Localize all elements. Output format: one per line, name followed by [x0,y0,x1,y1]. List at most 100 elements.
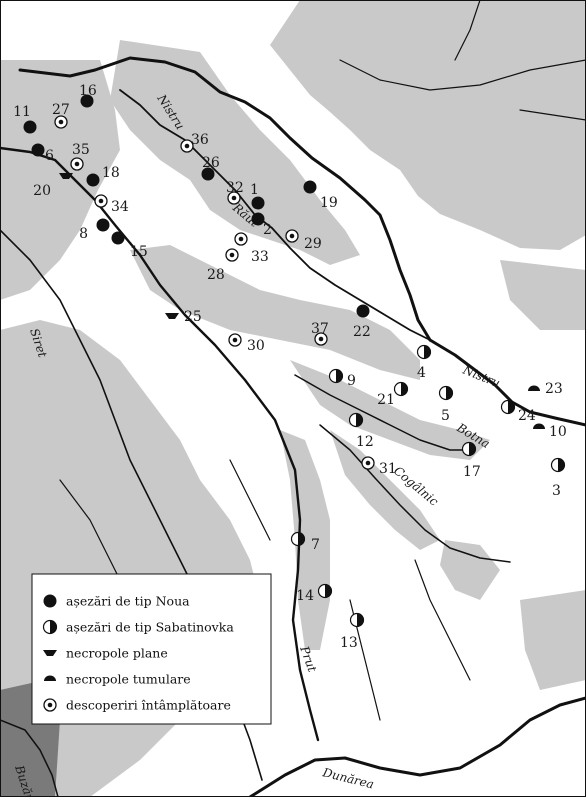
tumular-necropolis-symbol [528,385,540,391]
chance-find-symbol [361,456,375,470]
site-11: 11 [13,104,37,134]
chance-find-symbol [285,229,299,243]
flat-necropolis-symbol [59,173,73,179]
legend-symbol-chance-find [43,698,57,712]
sabatinovka-symbol [317,583,333,599]
sabatinovka-symbol [348,412,364,428]
chance-find-symbol [70,157,84,171]
site-label: 31 [379,461,397,477]
site-label: 16 [79,83,97,99]
site-28: 28 [207,248,239,283]
site-21: 21 [377,381,409,408]
site-36: 36 [180,132,209,153]
chance-find-symbol [94,194,108,208]
site-label: 36 [191,132,209,148]
river-nistru-south [428,338,586,427]
site-label: 28 [207,267,225,283]
tumular-necropolis-symbol [533,423,545,429]
sabatinovka-symbol [500,399,516,415]
noua-symbol [303,180,317,194]
river-label-nistru-south: Nistru [460,362,502,390]
site-label: 3 [552,483,561,499]
site-34: 34 [94,194,129,215]
sabatinovka-symbol [328,368,344,384]
legend-item-tumular-necropolis: necropole tumulare [44,672,191,687]
site-label: 29 [304,236,322,252]
site-label: 2 [263,222,272,238]
site-8: 8 [79,218,110,242]
site-label: 35 [72,142,90,158]
site-33: 33 [234,232,269,265]
site-16: 16 [79,83,97,108]
river-botna [294,374,476,451]
site-7: 7 [290,531,320,553]
chance-find-symbol [225,248,239,262]
site-label: 33 [251,249,269,265]
chance-find-symbol [234,232,248,246]
site-31: 31 [361,456,397,477]
site-22: 22 [353,304,371,340]
noua-symbol [31,143,45,157]
site-6: 6 [31,143,54,164]
sabatinovka-symbol [416,344,432,360]
site-25: 25 [165,309,202,325]
site-29: 29 [285,229,322,252]
legend-item-flat-necropolis: necropole plane [43,646,168,661]
noua-symbol [96,218,110,232]
site-18: 18 [86,165,120,187]
legend-box [31,573,272,725]
site-17: 17 [461,441,481,480]
site-26: 26 [201,155,220,181]
chance-find-symbol [54,115,68,129]
noua-symbol [251,196,265,210]
chance-find-symbol [227,191,241,205]
sabatinovka-symbol [438,385,454,401]
site-label: 12 [356,434,374,450]
site-19: 19 [303,180,338,211]
site-label: 13 [340,635,358,651]
site-24: 24 [500,399,536,424]
river-prut [0,146,320,742]
site-label: 11 [13,104,31,120]
river-tributary [454,0,481,61]
noua-symbol [23,120,37,134]
site-2: 2 [251,212,272,238]
legend-symbol-noua [43,594,57,608]
chance-find-symbol [228,333,242,347]
site-30: 30 [228,333,265,354]
site-label: 25 [184,309,202,325]
site-label: 18 [102,165,120,181]
site-label: 24 [518,408,536,424]
site-label: 19 [320,195,338,211]
sabatinovka-symbol [290,531,306,547]
site-label: 27 [52,102,70,118]
sabatinovka-symbol [349,612,365,628]
noua-symbol [86,173,100,187]
site-35: 35 [70,142,90,171]
legend-symbol-flat-necropolis [43,650,57,656]
site-37: 37 [311,321,329,346]
site-label: 26 [202,155,220,171]
noua-symbol [80,94,94,108]
site-12: 12 [348,412,374,450]
river-tributary [519,109,586,121]
site-23: 23 [528,381,563,397]
river-tributary [229,459,271,541]
flat-necropolis-symbol [165,313,179,319]
river-raut [119,89,431,341]
legend-item-sabatinovka: așezări de tip Sabatinovka [42,620,234,635]
site-label: 4 [417,365,426,381]
site-label: 9 [347,373,356,389]
noua-symbol [356,304,370,318]
chance-find-symbol [314,332,328,346]
site-13: 13 [340,612,365,651]
site-label: 22 [353,324,371,340]
legend-symbol-tumular-necropolis [44,675,56,681]
site-4: 4 [416,344,432,381]
site-5: 5 [438,385,454,424]
site-label: 15 [130,244,148,260]
noua-symbol [251,212,265,226]
site-label: 7 [311,537,320,553]
